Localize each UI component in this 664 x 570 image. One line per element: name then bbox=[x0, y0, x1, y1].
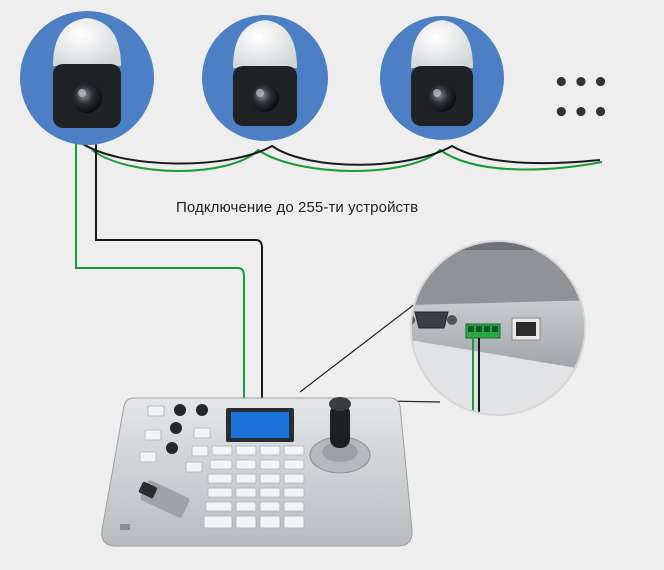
wire-green-chain bbox=[91, 148, 603, 172]
rear-panel-zoom bbox=[410, 240, 586, 416]
camera-dome bbox=[53, 18, 121, 66]
camera-lens bbox=[428, 84, 456, 112]
camera-dome bbox=[411, 20, 473, 68]
ptz-camera-2 bbox=[202, 15, 328, 141]
rs485-terminal bbox=[465, 323, 501, 339]
camera-lens-highlight bbox=[78, 89, 86, 97]
db9-port bbox=[412, 311, 457, 329]
ptz-camera-1 bbox=[20, 11, 154, 145]
ptz-camera-3 bbox=[380, 16, 504, 140]
zoom-rocker bbox=[138, 480, 190, 518]
camera-lens bbox=[72, 83, 102, 113]
joystick bbox=[309, 397, 371, 474]
keyboard-key-grid bbox=[203, 445, 305, 529]
wire-green-to-keyboard bbox=[75, 140, 245, 398]
wire-black-to-keyboard bbox=[95, 142, 263, 398]
keyboard-screen bbox=[231, 412, 289, 438]
camera-dome bbox=[233, 20, 297, 68]
camera-lens-highlight bbox=[433, 89, 441, 97]
keyboard-logo-mark bbox=[120, 524, 130, 530]
camera-lens bbox=[251, 84, 279, 112]
daisy-chain-wires bbox=[75, 140, 603, 398]
ptz-keyboard bbox=[101, 397, 413, 547]
keyboard-left-keys bbox=[139, 405, 211, 473]
connection-caption: Подключение до 255-ти устройств bbox=[176, 199, 419, 216]
camera-lens-highlight bbox=[256, 89, 264, 97]
keyboard-knobs bbox=[166, 404, 208, 454]
wire-black-chain bbox=[79, 141, 601, 166]
more-devices-indicator: ••• ••• bbox=[553, 68, 612, 128]
rj45-port bbox=[511, 317, 541, 341]
